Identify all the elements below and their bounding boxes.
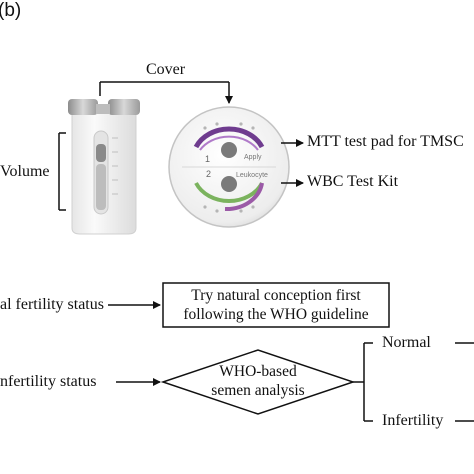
volume-bracket	[58, 132, 66, 211]
diamond-line-2: semen analysis	[211, 382, 305, 399]
natural-conception-box	[162, 282, 390, 328]
wbc-pad-arc	[194, 182, 264, 203]
panel-label: (b)	[0, 0, 22, 21]
top-well	[221, 142, 237, 158]
bottle-cap-left	[68, 99, 98, 115]
cover-bracket	[99, 81, 233, 104]
device-bottom-word: Leukocyte	[236, 172, 268, 179]
box-line-2: following the WHO guideline	[183, 306, 369, 323]
branch-connector	[353, 342, 373, 422]
device-top-number: 1	[205, 154, 211, 164]
device-bottom-number: 2	[206, 169, 212, 179]
infertility-label: Infertility	[382, 412, 444, 429]
collection-bottle	[68, 99, 140, 235]
diamond-line-1: WHO-based	[219, 363, 297, 380]
cover-label: Cover	[146, 61, 186, 78]
mtt-pad-arc	[193, 126, 265, 149]
left-status-top: al fertility status	[0, 296, 104, 313]
wbc-label: WBC Test Kit	[307, 173, 399, 190]
device-top-word: Apply	[244, 154, 262, 161]
left-status-bottom: nfertility status	[0, 373, 97, 390]
normal-label: Normal	[382, 334, 431, 351]
test-disc	[168, 106, 290, 228]
bottom-well	[221, 176, 237, 192]
mtt-label: MTT test pad for TMSC	[307, 133, 464, 150]
volume-label: Volume	[0, 163, 50, 180]
bottle-cap-right	[108, 99, 140, 115]
box-line-1: Try natural conception first	[191, 287, 361, 304]
